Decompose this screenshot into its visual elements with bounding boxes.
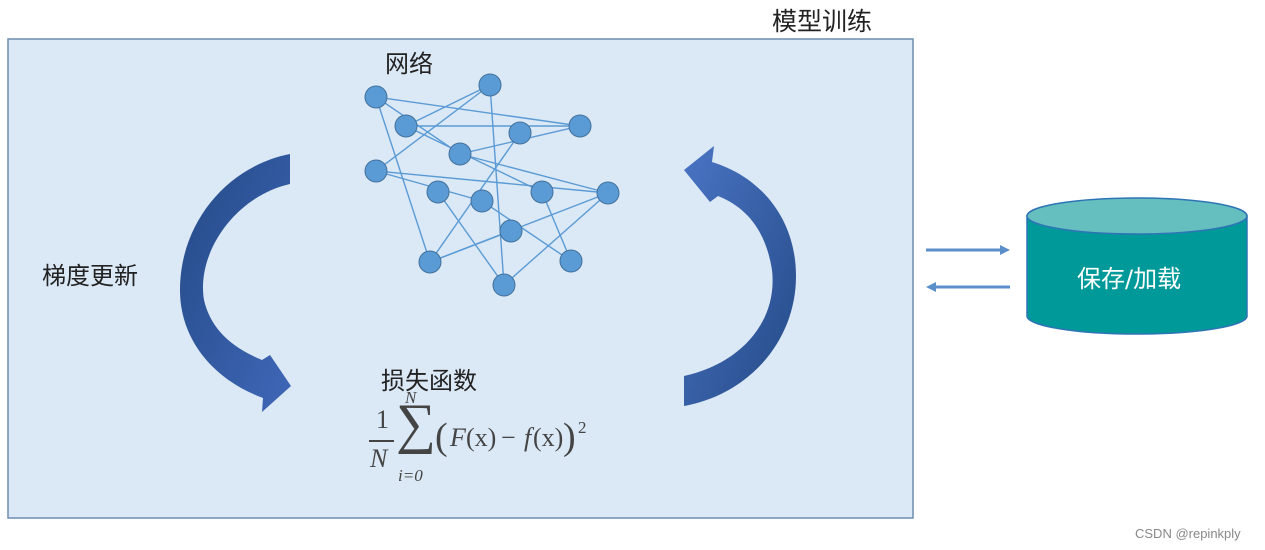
small-f-arg: (x)	[533, 423, 564, 452]
network-edge	[437, 191, 505, 286]
right-paren: )	[563, 416, 576, 458]
network-edge	[503, 192, 609, 286]
network-node	[492, 273, 516, 297]
network-edge	[375, 96, 431, 263]
network-node	[364, 85, 388, 109]
network-edge	[481, 200, 572, 262]
network-node	[499, 219, 523, 243]
network-edge	[541, 191, 572, 262]
network-edge	[375, 170, 609, 194]
sum-symbol: ∑	[396, 393, 436, 455]
sum-upper-limit: N	[405, 388, 417, 407]
network-node	[448, 142, 472, 166]
network-node	[530, 180, 554, 204]
exponent: 2	[578, 418, 587, 437]
training-panel	[7, 38, 914, 519]
sum-lower-limit: i=0	[398, 466, 423, 485]
network-edge	[429, 230, 512, 263]
network-node	[596, 181, 620, 205]
network-edge	[405, 84, 491, 127]
watermark: CSDN @repinkply	[1135, 526, 1241, 541]
network-edge	[375, 96, 581, 127]
minus-sign: −	[501, 423, 516, 452]
capital-f: F	[450, 423, 466, 452]
left-paren: (	[435, 416, 448, 458]
network-node	[364, 159, 388, 183]
network-node	[508, 121, 532, 145]
small-f: f	[524, 423, 532, 452]
network-node	[426, 180, 450, 204]
network-node	[559, 249, 583, 273]
network-edge	[459, 153, 609, 194]
network-node	[470, 189, 494, 213]
storage-label: 保存/加载	[1077, 265, 1182, 293]
network-node	[418, 250, 442, 274]
network-nodes	[364, 73, 620, 297]
forward-arrow	[684, 146, 796, 406]
network-edge	[375, 84, 491, 172]
diagram-title: 模型训练	[772, 7, 873, 36]
capital-f-arg: (x)	[466, 423, 497, 452]
loss-function-label: 损失函数	[381, 367, 477, 395]
fraction-bar	[369, 440, 394, 442]
fraction-denominator: N	[370, 444, 388, 473]
network-node	[568, 114, 592, 138]
network-edge	[489, 84, 505, 286]
network-node	[394, 114, 418, 138]
sync-arrows	[926, 245, 1010, 292]
storage-cylinder	[1026, 197, 1248, 335]
gradient-update-arrow	[180, 154, 291, 412]
network-label: 网络	[385, 50, 433, 78]
fraction-numerator: 1	[376, 405, 389, 434]
gradient-update-label: 梯度更新	[42, 262, 138, 290]
network-edge	[405, 125, 543, 193]
network-node	[478, 73, 502, 97]
